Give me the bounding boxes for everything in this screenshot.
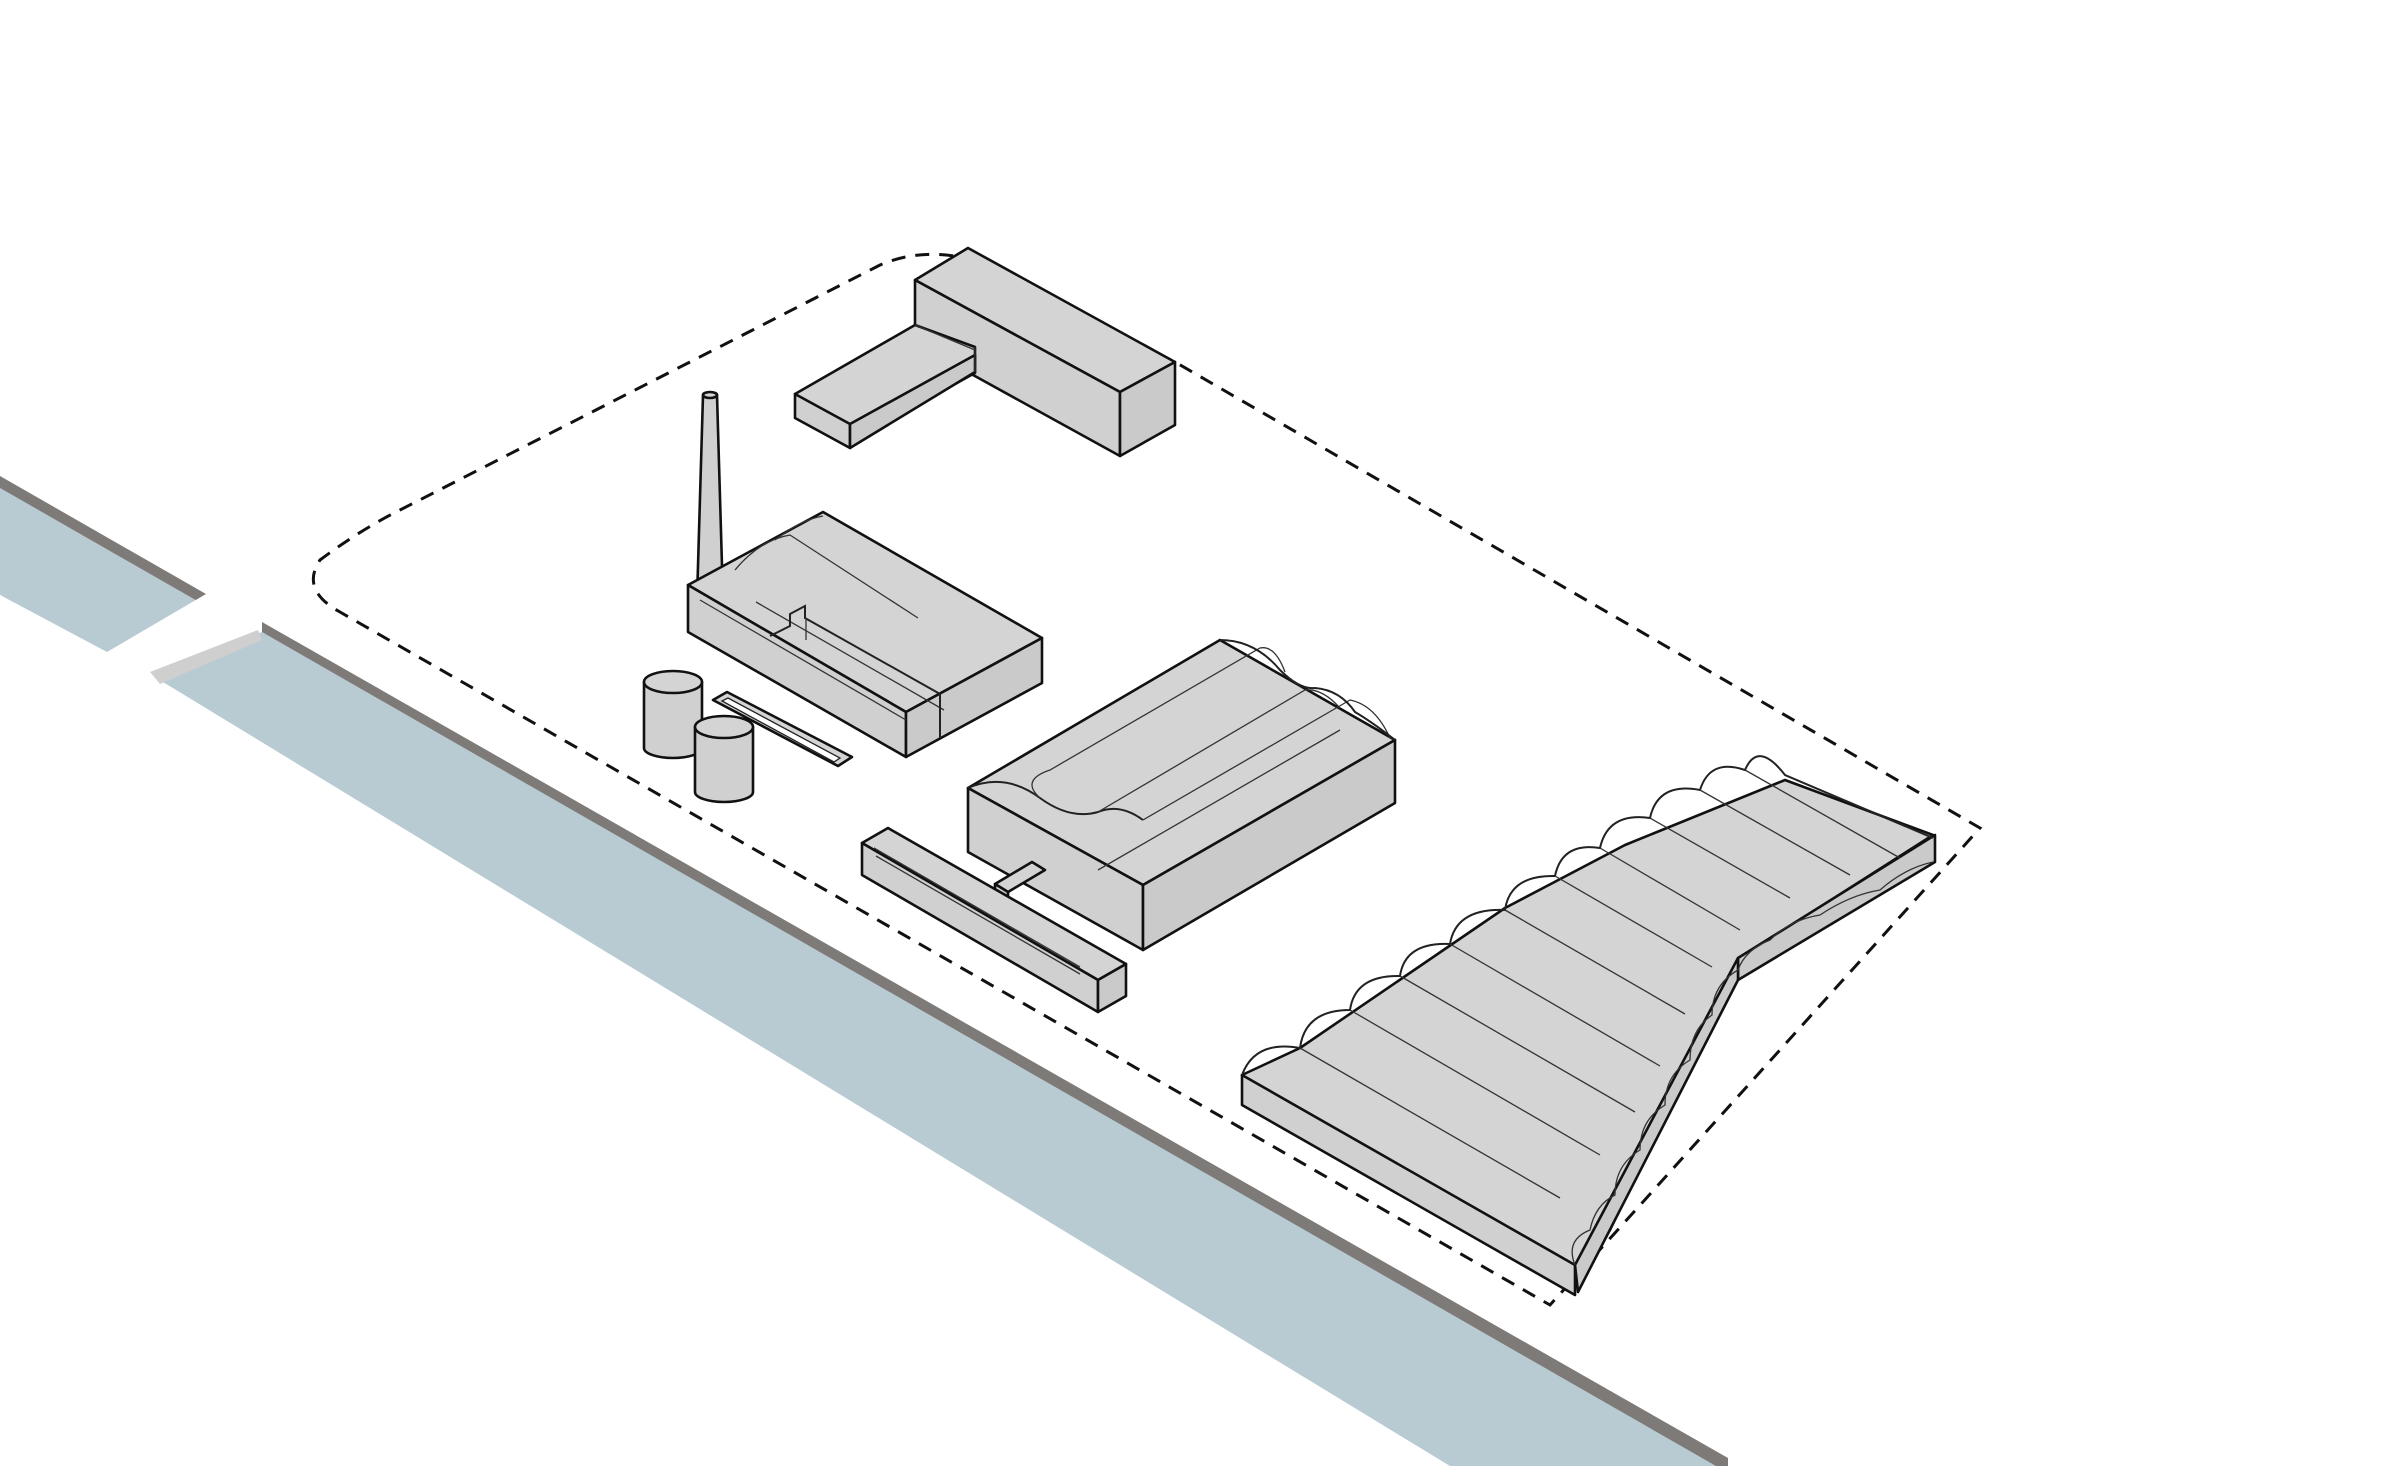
flat-slab (711, 690, 854, 768)
canal-water-main-fill (163, 632, 1725, 1466)
chimney-top (701, 390, 719, 400)
quay-edge (0, 476, 1728, 1466)
quay-edge-upper (0, 476, 206, 606)
storage-tank-1-top (642, 669, 704, 695)
shed-roof (1240, 778, 1935, 1290)
l-shaped-building (793, 246, 1177, 458)
boiler-house (686, 510, 1044, 759)
footbridge (0, 594, 262, 684)
shed-diagonal-wall (1573, 956, 1740, 1294)
long-low-building-end (1096, 962, 1128, 1014)
shed-front-wall (1240, 1073, 1577, 1297)
canal-water-upper (0, 488, 206, 658)
storage-tank-2-top (693, 714, 755, 740)
quay-edge-main (262, 622, 1728, 1466)
l-building-main-right (1118, 360, 1177, 458)
shed-diagonal-scallops (1571, 861, 1934, 1266)
long-low-building (860, 826, 1128, 1014)
site-boundary (311, 252, 1983, 1307)
storage-tank-2-body (693, 725, 755, 804)
storage-tank (693, 714, 755, 804)
canal (0, 488, 1725, 1466)
shed-vault-ridges (1299, 769, 1901, 1199)
sawtooth-vaulted-shed (1240, 755, 1937, 1297)
footbridge-edge (150, 630, 262, 684)
vaulted-hall-side (1141, 738, 1397, 952)
shed-vault-profile (1241, 755, 1934, 1076)
storage-tank (642, 669, 704, 760)
vaulted-hall (966, 638, 1397, 952)
